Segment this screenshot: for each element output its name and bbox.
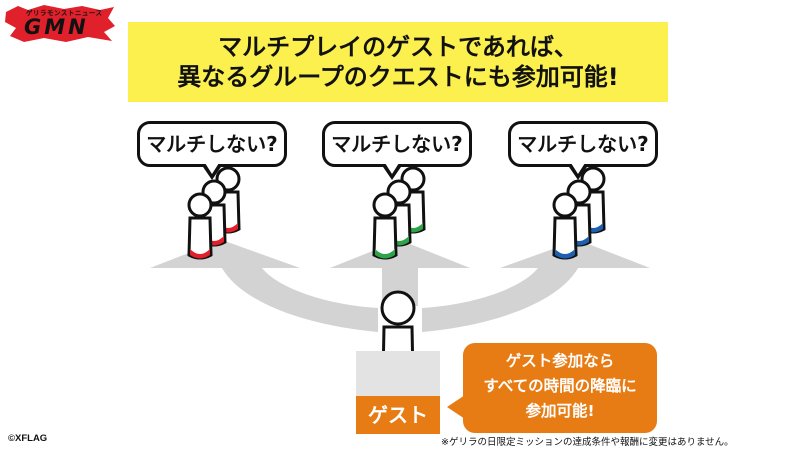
arrow-left-icon: [222, 268, 378, 332]
logo-subtitle: ゲリラモンストニュース: [26, 9, 103, 17]
headline-banner: マルチプレイのゲストであれば、 異なるグループのクエストにも参加可能!: [128, 22, 668, 102]
group-2-person-icon: [372, 192, 398, 260]
callout-line-1: ゲスト参加なら: [505, 352, 615, 370]
logo-splash-icon: [5, 5, 115, 42]
guest-highlight: [356, 351, 440, 396]
callout-line-3: 参加可能!: [525, 402, 595, 420]
arrowhead-left-icon: [150, 240, 300, 268]
group-1-person-icon: [187, 192, 213, 260]
group-3-bubble: マルチしない?: [508, 121, 658, 167]
headline-line-2: 異なるグループのクエストにも参加可能!: [177, 63, 619, 91]
guest-callout: ゲスト参加なら すべての時間の降臨に 参加可能!: [463, 343, 657, 433]
arrowhead-center-icon: [330, 240, 470, 268]
footnote: ※ゲリラの日限定ミッションの達成条件や報酬に変更はありません。: [441, 437, 734, 448]
group-3-person-icon: [552, 192, 578, 260]
gmn-logo: ゲリラモンストニュース GMN: [4, 4, 116, 44]
logo-title: GMN: [24, 15, 89, 39]
arrow-right-icon: [422, 268, 578, 332]
group-2-bubble: マルチしない?: [322, 121, 472, 167]
guest-label: ゲスト: [356, 396, 440, 434]
group-1-bubble: マルチしない?: [137, 121, 287, 167]
callout-tail: [447, 395, 465, 419]
headline-line-1: マルチプレイのゲストであれば、: [218, 33, 578, 61]
copyright: ©XFLAG: [8, 433, 48, 444]
callout-line-2: すべての時間の降臨に: [483, 377, 637, 395]
